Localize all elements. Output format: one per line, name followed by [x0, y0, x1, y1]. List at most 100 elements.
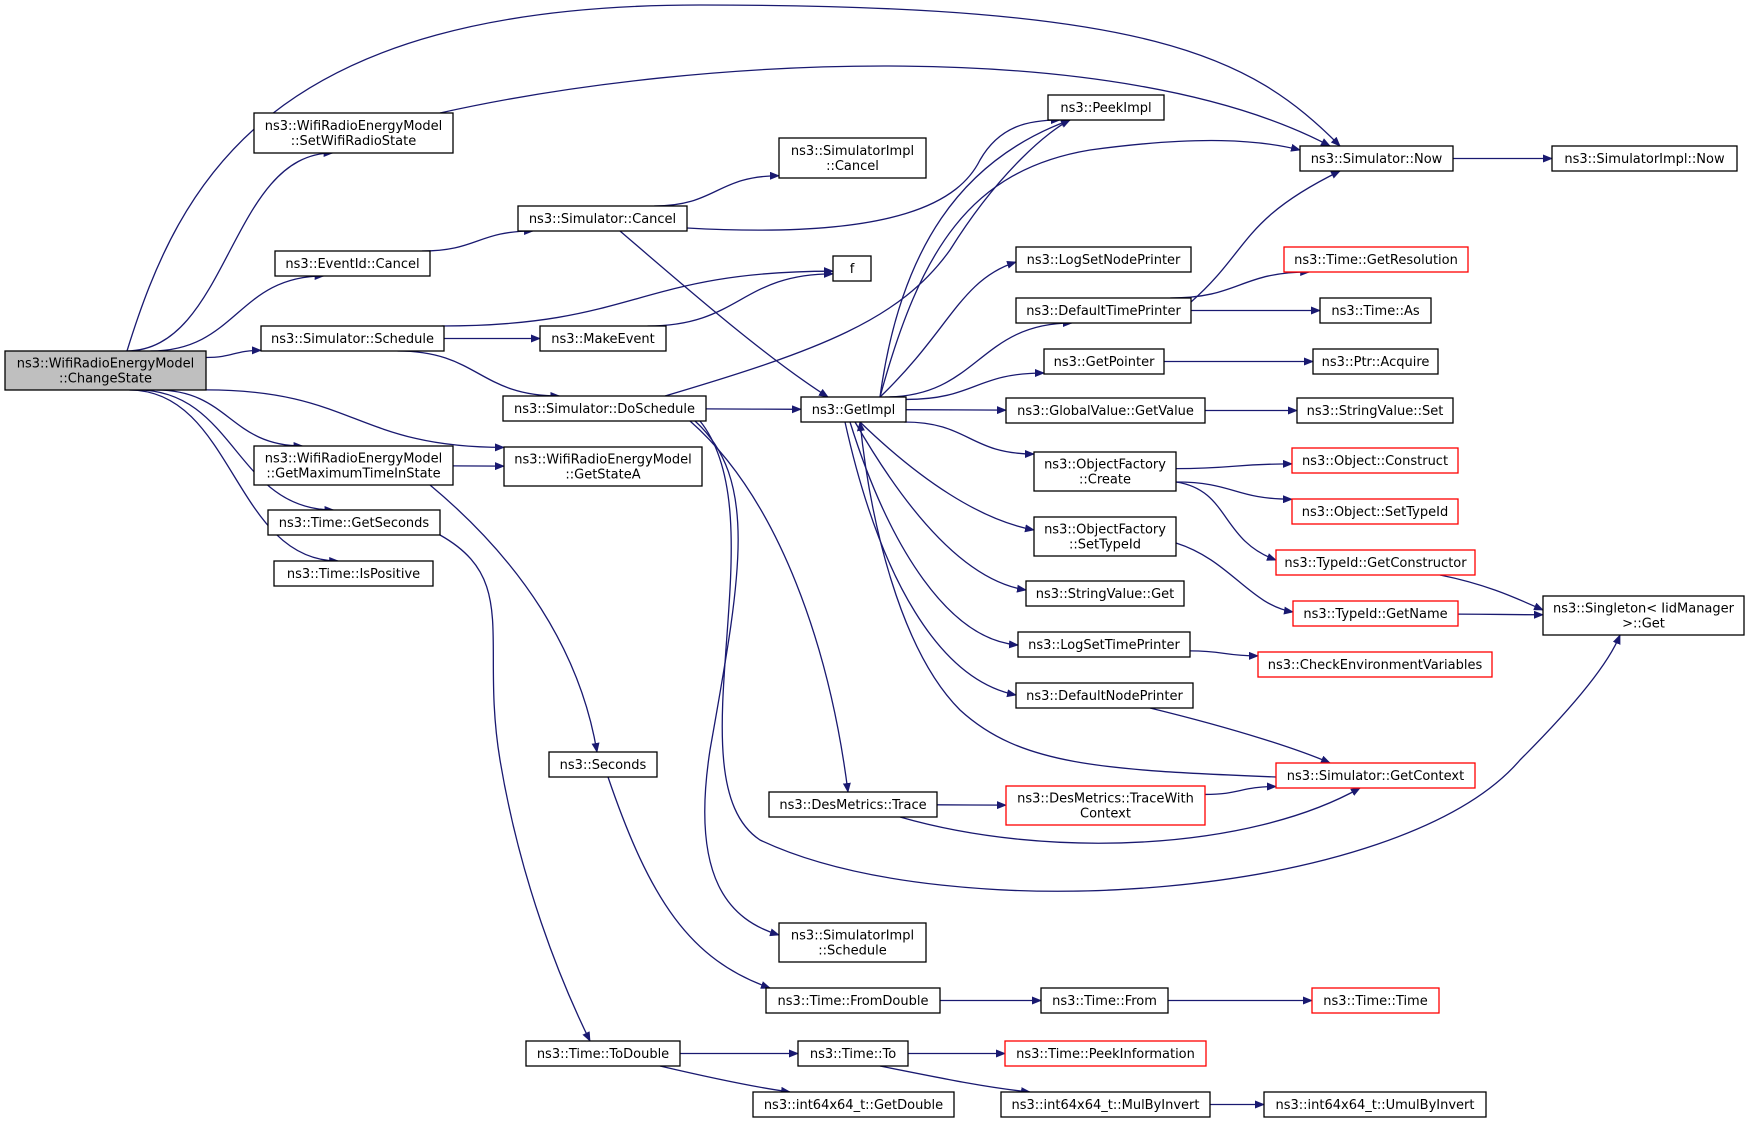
node-ptr_acquire[interactable]: ns3::Ptr::Acquire [1312, 348, 1439, 375]
node-singleton_get[interactable]: ns3::Singleton< IidManager>::Get [1542, 595, 1745, 636]
node-label: ns3::DesMetrics::Trace [779, 798, 926, 813]
node-getmaxtime[interactable]: ns3::WifiRadioEnergyModel::GetMaximumTim… [253, 445, 454, 486]
edge-sim_getcontext-to-getimpl [856, 421, 1277, 778]
node-label: ns3::int64x64_t::UmulByInvert [1276, 1098, 1475, 1113]
node-time_todouble[interactable]: ns3::Time::ToDouble [525, 1040, 681, 1067]
node-typeid_getname[interactable]: ns3::TypeId::GetName [1292, 600, 1459, 627]
node-time_ispositive[interactable]: ns3::Time::IsPositive [273, 560, 434, 587]
node-time_fromdouble[interactable]: ns3::Time::FromDouble [765, 987, 941, 1014]
edge-getimpl-to-logsetnodeprinter [879, 260, 1017, 398]
node-f[interactable]: f [832, 255, 872, 282]
node-box [1275, 549, 1476, 576]
edge-desmetrics_trace-to-sim_getcontext [899, 787, 1361, 844]
node-label: Context [1080, 807, 1131, 822]
edge-objectfactory_create-to-typeid_getconstructor [1175, 481, 1277, 561]
node-int64_umulbyinvert[interactable]: ns3::int64x64_t::UmulByInvert [1263, 1091, 1487, 1118]
node-box [1043, 348, 1165, 375]
node-label: ns3::Time::From [1052, 994, 1157, 1009]
node-box [752, 1091, 955, 1118]
node-box [778, 922, 927, 963]
edge-changestate-to-time_getseconds [137, 389, 335, 514]
node-box [1291, 498, 1459, 525]
node-changestate[interactable]: ns3::WifiRadioEnergyModel::ChangeState [4, 350, 207, 391]
node-label: ns3::SimulatorImpl [791, 929, 914, 944]
node-layer: ns3::WifiRadioEnergyModel::ChangeStatens… [4, 94, 1745, 1118]
node-logsettimeprinter[interactable]: ns3::LogSetTimePrinter [1017, 631, 1191, 658]
node-label: ns3::Time::Time [1323, 994, 1427, 1009]
node-sim_getcontext[interactable]: ns3::Simulator::GetContext [1275, 762, 1476, 789]
node-sim_cancel[interactable]: ns3::Simulator::Cancel [517, 205, 688, 232]
node-simimpl_now[interactable]: ns3::SimulatorImpl::Now [1551, 145, 1738, 172]
node-time_getseconds[interactable]: ns3::Time::GetSeconds [267, 509, 441, 536]
node-objectfactory_settypeid[interactable]: ns3::ObjectFactory::SetTypeId [1033, 516, 1177, 557]
node-box [1005, 785, 1206, 826]
edge-sim_schedule-to-sim_doschedule [397, 350, 561, 400]
node-seconds[interactable]: ns3::Seconds [548, 751, 658, 778]
node-time_as[interactable]: ns3::Time::As [1319, 297, 1432, 324]
node-box [1299, 145, 1454, 172]
node-time_peekinformation[interactable]: ns3::Time::PeekInformation [1004, 1040, 1207, 1067]
node-box [1033, 451, 1177, 492]
node-sim_now[interactable]: ns3::Simulator::Now [1299, 145, 1454, 172]
node-desmetrics_trace[interactable]: ns3::DesMetrics::Trace [768, 791, 938, 818]
node-label: ns3::LogSetTimePrinter [1028, 638, 1180, 653]
node-stringvalue_get[interactable]: ns3::StringValue::Get [1025, 580, 1185, 607]
node-simimpl_schedule[interactable]: ns3::SimulatorImpl::Schedule [778, 922, 927, 963]
node-getimpl[interactable]: ns3::GetImpl [800, 396, 907, 423]
edge-sim_doschedule-to-singleton_get [699, 420, 1621, 892]
node-setwifiradiostate[interactable]: ns3::WifiRadioEnergyModel::SetWifiRadioS… [253, 112, 454, 154]
node-objectfactory_create[interactable]: ns3::ObjectFactory::Create [1033, 451, 1177, 492]
node-label: ::SetWifiRadioState [291, 134, 416, 149]
node-simimpl_cancel[interactable]: ns3::SimulatorImpl::Cancel [778, 137, 927, 179]
node-label: ns3::SimulatorImpl::Now [1564, 152, 1725, 167]
node-label: f [850, 262, 855, 277]
node-typeid_getconstructor[interactable]: ns3::TypeId::GetConstructor [1275, 549, 1476, 576]
node-time_time[interactable]: ns3::Time::Time [1311, 987, 1440, 1014]
node-defaulttimeprinter[interactable]: ns3::DefaultTimePrinter [1015, 297, 1192, 324]
edge-objectfactory_create-to-object_construct [1175, 459, 1293, 470]
node-stringvalue_set[interactable]: ns3::StringValue::Set [1296, 397, 1454, 424]
edge-sim_doschedule-to-peekimpl [664, 119, 1071, 397]
node-box [273, 560, 434, 587]
node-defaultnodeprinter[interactable]: ns3::DefaultNodePrinter [1015, 682, 1194, 709]
node-int64_mulbyinvert[interactable]: ns3::int64x64_t::MulByInvert [1000, 1091, 1211, 1118]
node-box [778, 137, 927, 179]
edge-defaulttimeprinter-to-time_getresolution [1170, 268, 1311, 299]
edge-objectfactory_create-to-object_settypeid [1175, 481, 1293, 504]
node-box [1542, 595, 1745, 636]
node-sim_schedule[interactable]: ns3::Simulator::Schedule [260, 325, 445, 352]
node-object_settypeid[interactable]: ns3::Object::SetTypeId [1291, 498, 1459, 525]
node-eventid_cancel[interactable]: ns3::EventId::Cancel [274, 250, 431, 277]
node-label: ns3::TypeId::GetConstructor [1284, 556, 1467, 571]
node-box [525, 1040, 681, 1067]
edge-sim_schedule-to-f [441, 267, 834, 327]
node-label: ::Schedule [818, 944, 887, 959]
node-label: ns3::WifiRadioEnergyModel [514, 453, 692, 468]
node-box [1275, 762, 1476, 789]
node-time_to[interactable]: ns3::Time::To [797, 1040, 909, 1067]
node-globalvalue_getvalue[interactable]: ns3::GlobalValue::GetValue [1005, 397, 1206, 424]
node-label: ::GetStateA [565, 468, 640, 483]
node-box [4, 350, 207, 391]
edge-time_todouble-to-int64_getdouble [659, 1065, 791, 1095]
node-getpointer[interactable]: ns3::GetPointer [1043, 348, 1165, 375]
node-logsetnodeprinter[interactable]: ns3::LogSetNodePrinter [1015, 246, 1192, 273]
node-label: ns3::Time::As [1331, 304, 1420, 319]
node-box [1551, 145, 1738, 172]
node-peekimpl[interactable]: ns3::PeekImpl [1047, 94, 1165, 121]
edge-changestate-to-getmaxtime [156, 389, 304, 450]
node-time_getresolution[interactable]: ns3::Time::GetResolution [1283, 246, 1469, 273]
node-sim_doschedule[interactable]: ns3::Simulator::DoSchedule [502, 395, 707, 422]
node-object_construct[interactable]: ns3::Object::Construct [1291, 447, 1459, 474]
node-label: ns3::Object::SetTypeId [1302, 505, 1448, 520]
edge-typeid_getname-to-singleton_get [1457, 610, 1544, 619]
edge-changestate-to-sim_now [126, 4, 1341, 352]
node-checkenv[interactable]: ns3::CheckEnvironmentVariables [1257, 651, 1493, 678]
node-time_from[interactable]: ns3::Time::From [1040, 987, 1169, 1014]
node-getstatea[interactable]: ns3::WifiRadioEnergyModel::GetStateA [503, 446, 703, 487]
node-label: ns3::LogSetNodePrinter [1027, 253, 1181, 268]
node-int64_getdouble[interactable]: ns3::int64x64_t::GetDouble [752, 1091, 955, 1118]
node-makeevent[interactable]: ns3::MakeEvent [539, 325, 667, 352]
node-label: ns3::Time::PeekInformation [1016, 1047, 1195, 1062]
